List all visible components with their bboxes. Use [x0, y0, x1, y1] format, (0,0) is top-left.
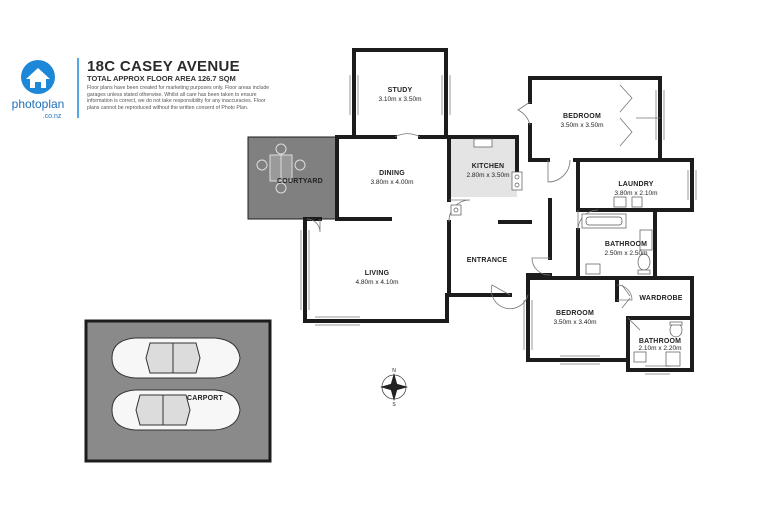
room-dims: 3.10m x 3.50m: [379, 96, 422, 103]
room-bathroom-2: BATHROOM 2.10m x 2.20m: [639, 338, 682, 352]
wardrobe-doors: [619, 84, 660, 309]
bathtub-icon: [581, 213, 627, 229]
room-name: KITCHEN: [472, 163, 505, 170]
compass-south: S: [392, 402, 396, 408]
disclaimer-text: Floor plans have been created for market…: [87, 85, 270, 111]
room-name: DINING: [379, 170, 405, 177]
laundry-tub-icon: [613, 196, 627, 208]
room-name: BATHROOM: [639, 338, 681, 345]
room-name: BEDROOM: [556, 310, 594, 317]
car-top-icon: [111, 337, 241, 379]
room-dims: 3.80m x 4.00m: [371, 179, 414, 186]
plan-title: 18C CASEY AVENUE: [87, 58, 240, 75]
vanity-icon: [633, 351, 647, 363]
shower-icon: [665, 351, 681, 367]
room-carport: CARPORT: [187, 395, 224, 402]
room-dining: DINING 3.80m x 4.00m: [371, 170, 414, 186]
room-laundry: LAUNDRY 3.80m x 2.10m: [615, 181, 658, 197]
kitchen-fixtures: [450, 138, 523, 216]
room-dims: 3.50m x 3.40m: [554, 319, 597, 326]
room-kitchen: KITCHEN 2.80m x 3.50m: [467, 163, 510, 179]
room-name: WARDROBE: [639, 295, 682, 302]
fridge-icon: [450, 204, 462, 216]
room-name: LIVING: [365, 270, 390, 277]
room-bedroom-1: BEDROOM 3.50m x 3.50m: [561, 113, 604, 129]
car-bottom-icon: [111, 389, 241, 431]
room-courtyard: COURTYARD: [277, 178, 323, 185]
stove-icon: [511, 171, 523, 191]
room-dims: 4.80m x 4.10m: [356, 279, 399, 286]
room-name: CARPORT: [187, 395, 224, 402]
compass-north: N: [392, 368, 396, 374]
courtyard-table-icon: [256, 143, 306, 194]
room-dims: 2.50m x 2.50m: [605, 250, 648, 257]
shower-icon: [639, 229, 653, 251]
room-name: BATHROOM: [605, 241, 647, 248]
room-dims: 3.80m x 2.10m: [615, 190, 658, 197]
logo-brand: photoplan: [12, 97, 65, 111]
sink-icon: [473, 138, 493, 148]
room-wardrobe: WARDROBE: [639, 295, 682, 302]
washer-icon: [631, 196, 643, 208]
room-dims: 3.50m x 3.50m: [561, 122, 604, 129]
room-name: STUDY: [388, 87, 413, 94]
room-name: LAUNDRY: [618, 181, 653, 188]
room-bathroom-1: BATHROOM 2.50m x 2.50m: [605, 241, 648, 257]
laundry-fixtures: [613, 196, 643, 208]
room-living: LIVING 4.80m x 4.10m: [356, 270, 399, 286]
bathroom1-fixtures: [581, 213, 653, 275]
vanity-icon: [585, 263, 601, 275]
room-name: COURTYARD: [277, 178, 323, 185]
logo-domain: .co.nz: [43, 113, 62, 120]
room-name: BEDROOM: [563, 113, 601, 120]
compass-icon: N S: [380, 368, 408, 408]
room-dims: 2.10m x 2.20m: [639, 345, 682, 352]
room-bedroom-2: BEDROOM 3.50m x 3.40m: [554, 310, 597, 326]
windows: [300, 75, 697, 375]
walls: [303, 48, 694, 372]
room-entrance: ENTRANCE: [467, 257, 508, 264]
courtyard-area: [247, 136, 338, 220]
bathroom2-fixtures: [633, 321, 683, 367]
room-study: STUDY 3.10m x 3.50m: [379, 87, 422, 103]
photoplan-logo: photoplan .co.nz: [12, 60, 65, 120]
floor-area-subtitle: TOTAL APPROX FLOOR AREA 126.7 SQM: [87, 74, 236, 83]
room-dims: 2.80m x 3.50m: [467, 172, 510, 179]
room-name: ENTRANCE: [467, 257, 508, 264]
